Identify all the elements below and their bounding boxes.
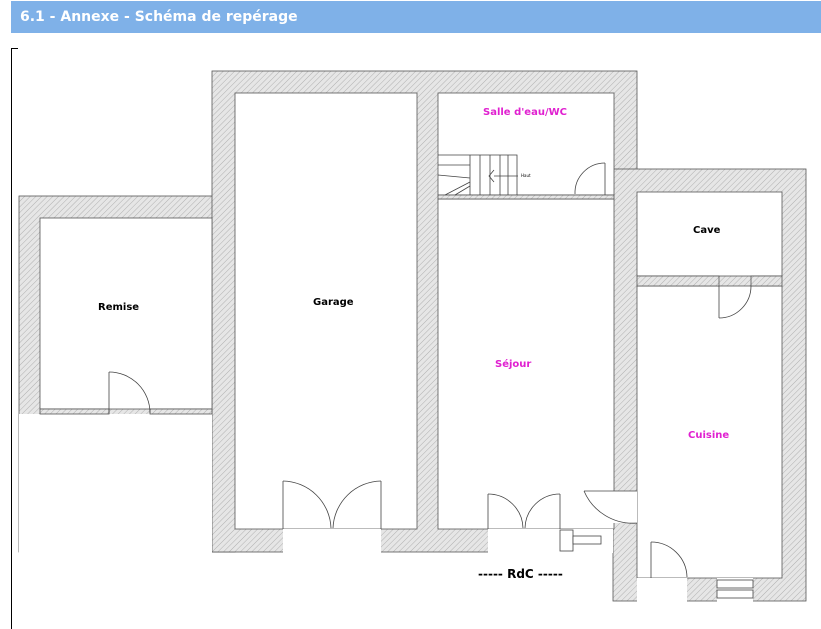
label-cuisine: Cuisine xyxy=(688,430,729,441)
frame-bracket xyxy=(11,48,18,629)
label-remise: Remise xyxy=(98,302,139,313)
stair-label: Haut xyxy=(521,173,531,178)
label-sejour: Séjour xyxy=(495,358,531,370)
wall-openings xyxy=(19,414,753,629)
doors xyxy=(108,162,754,599)
section-header: 6.1 - Annexe - Schéma de repérage xyxy=(11,1,821,33)
label-salle-eau: Salle d'eau/WC xyxy=(483,107,567,118)
label-cave: Cave xyxy=(693,225,721,236)
staircase xyxy=(437,154,518,196)
partitions xyxy=(39,194,783,415)
interior-cave xyxy=(636,191,783,277)
section-title: 6.1 - Annexe - Schéma de repérage xyxy=(20,9,298,25)
interior-garage xyxy=(234,92,418,530)
label-garage: Garage xyxy=(313,297,354,308)
level-label: ----- RdC ----- xyxy=(478,567,563,581)
room-interiors xyxy=(39,92,783,629)
interior-remise xyxy=(39,217,213,410)
interior-remise-lower xyxy=(40,414,212,629)
interior-sejour xyxy=(437,198,615,530)
